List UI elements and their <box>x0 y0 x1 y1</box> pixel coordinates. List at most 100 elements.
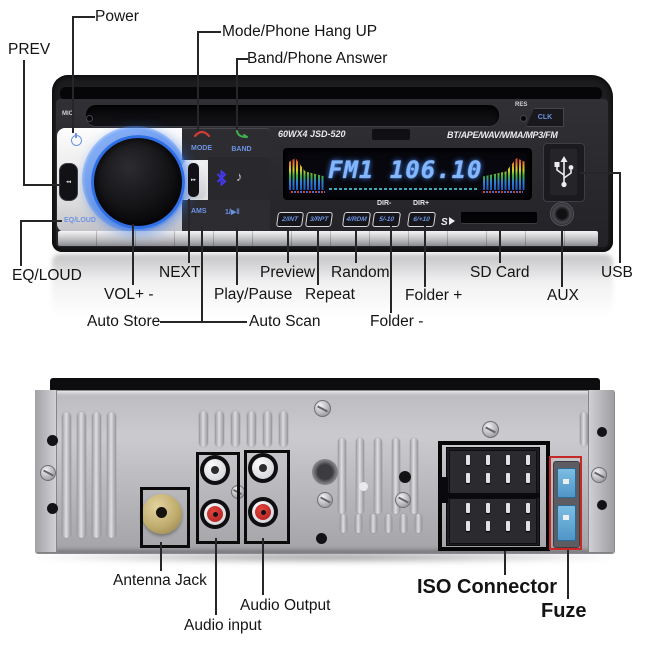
button-6-plus10-label: 6/+10 <box>412 216 431 223</box>
usb-port <box>543 143 585 202</box>
prev-button: ◂◂ <box>59 163 78 201</box>
dir-plus-text: DIR+ <box>413 200 430 207</box>
callout-audio-output: Audio Output <box>240 597 331 614</box>
callout-line-antenna-v <box>160 542 162 571</box>
usb-icon <box>554 156 574 188</box>
vent-ridge <box>338 438 346 514</box>
dir-minus-text: DIR- <box>377 200 392 207</box>
spectrum-right <box>483 158 525 190</box>
rca-jack-red <box>248 497 278 527</box>
rca-center-hole <box>211 466 219 474</box>
callout-line-prev-h <box>23 184 61 186</box>
callout-line-auto-h <box>160 321 247 323</box>
display-readout: FM1 106.10 <box>328 156 483 184</box>
fuse-pin <box>563 515 569 520</box>
fuse-pin <box>563 479 569 484</box>
iso-pin <box>466 455 470 465</box>
callout-line-eq-v <box>20 220 22 266</box>
band-button-label: BAND <box>231 146 252 153</box>
audio-input-highlight-box <box>196 452 240 544</box>
callout-line-fuze-v <box>567 550 569 599</box>
vent-ridge <box>410 438 418 514</box>
iso-pin <box>526 473 530 483</box>
iso-pin <box>486 455 490 465</box>
display-ticker-right <box>483 191 523 193</box>
callout-line-folderminus-v <box>390 226 392 313</box>
callout-line-band-h <box>236 58 248 60</box>
callout-repeat: Repeat <box>305 286 355 303</box>
callout-line-next-v <box>188 199 190 263</box>
chassis-screw <box>40 465 56 481</box>
chassis-hole <box>399 471 411 483</box>
callout-line-folderplus-v <box>424 226 426 287</box>
display-underline <box>329 188 477 190</box>
antenna-jack-hole <box>156 507 167 518</box>
iso-pin <box>506 455 510 465</box>
chassis-hole <box>47 435 58 446</box>
bluetooth-icon <box>216 170 227 186</box>
chassis-screw <box>395 492 411 508</box>
callout-band: Band/Phone Answer <box>247 50 388 67</box>
callout-auto-store: Auto Store <box>87 313 161 330</box>
iso-pin <box>486 473 490 483</box>
res-label: RES <box>515 102 528 108</box>
callout-line-auto-v <box>201 227 203 323</box>
rca-jack-red <box>200 499 230 529</box>
button-2-int: 2/INT <box>275 212 305 227</box>
front-reflection <box>52 254 613 316</box>
button-5-minus10: 5/-10 <box>371 212 402 227</box>
ams-button: AMS <box>191 208 207 215</box>
mode-button: MODE <box>186 130 217 156</box>
iso-mid-groove <box>447 493 539 498</box>
vent-ridge <box>77 412 86 538</box>
callout-line-sd-v <box>499 226 501 263</box>
callout-random: Random <box>331 264 390 281</box>
callout-line-eq-h <box>20 220 62 222</box>
spectrum-left <box>289 158 325 190</box>
callout-line-random-v <box>355 228 357 263</box>
callout-next: NEXT <box>159 264 201 281</box>
callout-line-play-v <box>236 227 238 285</box>
vent-slot <box>231 411 240 447</box>
callout-iso: ISO Connector <box>417 576 558 598</box>
iso-connector <box>446 447 540 546</box>
ams-panel <box>182 200 270 232</box>
vent-ridge <box>92 412 101 538</box>
callout-eq-loud: EQ/LOUD <box>12 267 82 284</box>
callout-line-aux-v <box>561 226 563 287</box>
vent-slot <box>355 514 362 533</box>
vent-slot <box>415 514 422 533</box>
chassis-screw <box>317 492 333 508</box>
next-button: ▸▸ <box>188 163 199 197</box>
button-5-minus10-label: 5/-10 <box>378 216 395 223</box>
button-3-rpt: 3/RPT <box>304 212 334 227</box>
iso-block-top <box>449 450 537 494</box>
iso-highlight-box <box>438 441 550 551</box>
vent-ridge <box>62 412 71 538</box>
vent-ridge <box>392 438 400 514</box>
button-2-int-label: 2/INT <box>281 216 299 223</box>
iso-pin <box>526 521 530 531</box>
clk-button: CLK <box>526 108 564 127</box>
callout-usb: USB <box>601 264 633 281</box>
phone-answer-icon <box>235 130 248 138</box>
antenna-highlight-box <box>140 487 190 548</box>
callout-play-pause: Play/Pause <box>214 286 293 303</box>
callout-line-mode-h <box>197 31 221 33</box>
callout-sd-card: SD Card <box>470 264 530 281</box>
callout-line-audioinput-v <box>215 538 217 615</box>
callout-aux: AUX <box>547 287 579 304</box>
phone-hangup-icon <box>193 130 210 137</box>
callout-line-power-h <box>72 16 95 18</box>
callout-audio-input: Audio input <box>184 617 262 634</box>
model-text: 60WX4 JSD-520 <box>278 129 346 139</box>
vent-ridge <box>580 412 588 446</box>
rca-jack-white <box>200 455 230 485</box>
chassis-hole <box>597 427 607 437</box>
next-button-glyph: ▸▸ <box>190 177 197 183</box>
iso-pin <box>466 503 470 513</box>
iso-pin <box>506 503 510 513</box>
chassis-hole <box>316 533 327 544</box>
callout-line-usb-h <box>580 172 621 174</box>
callout-line-preview-v <box>287 228 289 263</box>
